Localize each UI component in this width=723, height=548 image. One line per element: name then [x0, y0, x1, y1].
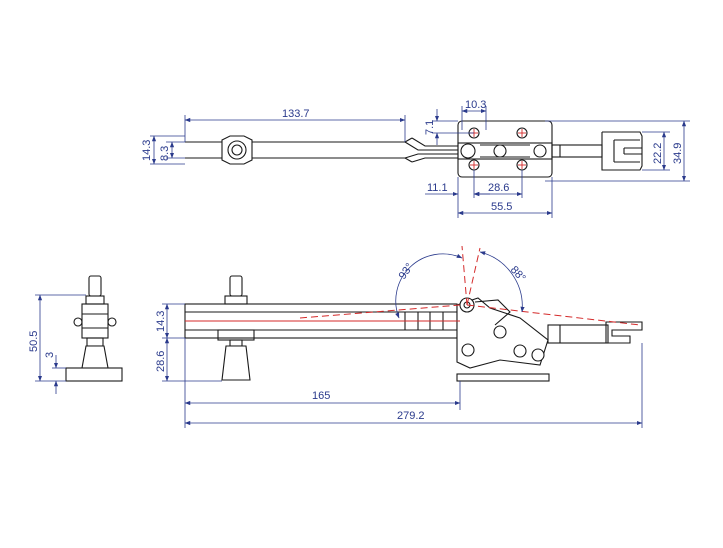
dim-label-base-width: 55.5 [491, 201, 512, 213]
dim-label-base-holes: 28.6 [488, 182, 509, 194]
top-view: 133.7 10.3 7.1 14.3 8.3 [141, 99, 690, 218]
dim-offset: 7.1 [424, 109, 474, 145]
dim-label-height-total: 50.5 [28, 331, 40, 352]
dim-label-length-165: 165 [312, 390, 330, 402]
top-spindle-nut [221, 135, 253, 165]
dim-label-base-left: 11.1 [427, 182, 448, 194]
dim-label-bar-height: 14.3 [155, 311, 167, 332]
dim-handle-length: 133.7 [184, 108, 406, 142]
dim-width-left: 14.3 8.3 [141, 135, 185, 165]
dim-label-hole-spacing: 10.3 [465, 99, 486, 111]
dim-label-width-inner: 8.3 [159, 146, 171, 161]
side-plunger [547, 321, 643, 344]
dim-label-length-total: 279.2 [397, 410, 425, 422]
dim-base: 11.1 28.6 55.5 [425, 170, 553, 218]
dim-label-jaw-outer: 34.9 [672, 143, 684, 164]
dim-label-jaw-inner: 22.2 [652, 143, 664, 164]
dim-jaw: 22.2 34.9 [545, 120, 690, 182]
end-view: 50.5 3 [28, 275, 123, 394]
top-plunger-jaw [551, 131, 643, 171]
dim-label-width-outer: 14.3 [141, 140, 153, 161]
dim-hole-spacing: 10.3 [461, 99, 486, 130]
side-view: 93° 88° 14.3 28.6 165 279.2 [155, 245, 643, 428]
dim-label-spindle-height: 28.6 [155, 351, 167, 372]
dim-label-base-thk: 3 [44, 352, 56, 358]
angle-label-right: 88° [508, 264, 528, 284]
top-base-plate [457, 120, 553, 178]
dim-label-offset: 7.1 [424, 120, 436, 135]
side-spindle [217, 275, 255, 381]
dim-label-handle-length: 133.7 [282, 108, 310, 120]
side-base-linkage [456, 297, 550, 382]
